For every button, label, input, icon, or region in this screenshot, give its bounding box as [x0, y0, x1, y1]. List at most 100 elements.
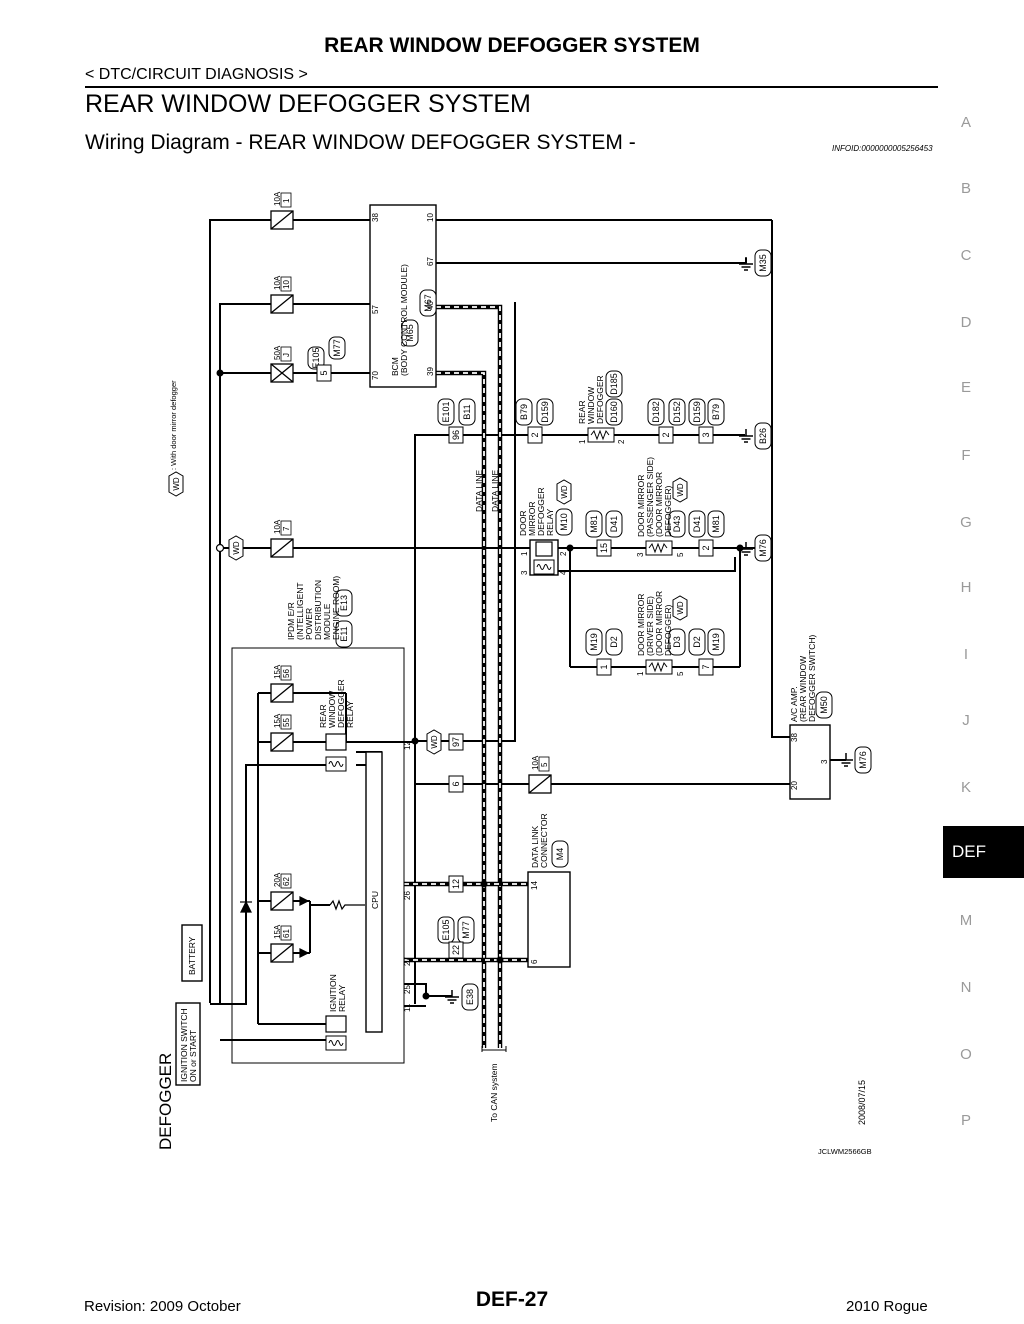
footer-page-number: DEF-27 — [475, 1288, 549, 1311]
svg-text:56: 56 — [282, 669, 291, 678]
svg-text:D41: D41 — [609, 516, 619, 533]
ground-m76-a — [738, 541, 754, 556]
svg-text:2008/07/15: 2008/07/15 — [857, 1080, 867, 1125]
index-letter-h[interactable]: H — [960, 579, 972, 596]
svg-text:67: 67 — [426, 257, 435, 266]
data-line-label-2: DATA LINE — [490, 469, 500, 512]
svg-text:DOOR: DOOR — [518, 511, 528, 537]
svg-text:10: 10 — [282, 280, 291, 289]
svg-text:D43: D43 — [672, 516, 682, 533]
footer-model: 2010 Rogue — [846, 1298, 928, 1315]
svg-text:M10: M10 — [559, 513, 569, 531]
svg-text:1: 1 — [282, 198, 291, 203]
index-letter-f[interactable]: F — [961, 447, 971, 464]
rear-defogger-relay-coil — [325, 756, 347, 772]
date-label: 2008/07/15 — [857, 1080, 867, 1125]
svg-text:10: 10 — [426, 213, 435, 222]
svg-text:DEFOGGER: DEFOGGER — [595, 375, 605, 424]
cpu-label: CPU — [370, 891, 380, 909]
index-letter-c[interactable]: C — [960, 247, 972, 264]
relay-contacts — [325, 541, 553, 1033]
svg-text:REAR: REAR — [577, 400, 587, 424]
index-letter-d[interactable]: D — [960, 314, 972, 331]
svg-text:DEFOGGER SWITCH): DEFOGGER SWITCH) — [807, 634, 817, 722]
svg-text:J: J — [282, 353, 291, 357]
svg-text:WD: WD — [676, 483, 685, 497]
svg-text:50A: 50A — [273, 345, 282, 360]
index-letter-n[interactable]: N — [960, 979, 972, 996]
index-letter-m[interactable]: M — [959, 912, 973, 929]
svg-text:IGNITION SWITCH: IGNITION SWITCH — [179, 1008, 189, 1082]
svg-text:DATA LINK: DATA LINK — [530, 825, 540, 868]
svg-text:(DOOR MIRROR: (DOOR MIRROR — [654, 591, 664, 656]
pin-boxes: 5 96 2 2 3 15 2 1 7 97 6 12 22 — [316, 364, 714, 959]
battery-label: BATTERY — [187, 936, 197, 975]
index-tab-def-active[interactable]: DEF — [943, 826, 1024, 878]
svg-text:1: 1 — [578, 439, 587, 444]
svg-text:15A: 15A — [273, 924, 282, 939]
wd-markers: WD WD WD WD WD WD — [168, 471, 688, 755]
fuse-7 — [270, 538, 294, 558]
fuse-61 — [270, 943, 294, 963]
svg-text:D159: D159 — [540, 401, 550, 423]
svg-text:D152: D152 — [672, 401, 682, 423]
heater-elements — [587, 427, 673, 675]
index-letter-j[interactable]: J — [962, 712, 970, 729]
can-label: To CAN system — [489, 1063, 499, 1122]
component-labels: BCM(BODY CONTROL MODULE) IPDM E/R(INTELL… — [156, 264, 872, 1156]
svg-text:RELAY: RELAY — [337, 984, 347, 1012]
index-letter-i[interactable]: I — [963, 646, 969, 663]
svg-text:WD: WD — [430, 735, 439, 749]
svg-text:(INTELLIGENT: (INTELLIGENT — [295, 582, 305, 640]
index-letter-k[interactable]: K — [960, 779, 971, 796]
ignition-relay-coil — [325, 1035, 347, 1051]
fuse-j — [270, 363, 294, 383]
svg-text:38: 38 — [371, 213, 380, 222]
svg-text:1: 1 — [636, 671, 645, 676]
svg-text:DEFOGGER: DEFOGGER — [536, 487, 546, 536]
index-letter-a[interactable]: A — [960, 114, 971, 131]
svg-text:DOOR MIRROR: DOOR MIRROR — [636, 475, 646, 537]
svg-text:E38: E38 — [465, 989, 475, 1005]
can-bracket — [481, 1046, 507, 1052]
svg-text:M81: M81 — [711, 515, 721, 533]
svg-text:D2: D2 — [692, 636, 702, 648]
svg-text:E11: E11 — [339, 626, 349, 641]
index-letter-g[interactable]: G — [960, 514, 972, 531]
svg-text:M65: M65 — [405, 324, 415, 342]
svg-text:20A: 20A — [273, 872, 282, 887]
fuse-5 — [528, 774, 552, 794]
svg-text:To CAN system: To CAN system — [489, 1063, 499, 1122]
fuse-1 — [270, 210, 294, 230]
svg-text:3: 3 — [701, 432, 711, 437]
svg-text:15A: 15A — [273, 664, 282, 679]
index-letter-p[interactable]: P — [960, 1112, 971, 1129]
svg-text:27: 27 — [403, 957, 412, 966]
fuse-56 — [270, 683, 294, 703]
breadcrumb: < DTC/CIRCUIT DIAGNOSIS > — [85, 66, 308, 83]
svg-text:M67: M67 — [423, 294, 433, 312]
svg-text:M19: M19 — [711, 633, 721, 651]
svg-text:40: 40 — [426, 301, 435, 310]
svg-text:M19: M19 — [589, 633, 599, 651]
header-rule — [85, 86, 938, 88]
index-letter-o[interactable]: O — [960, 1046, 972, 1063]
svg-text:10A: 10A — [273, 191, 282, 206]
svg-text:DISTRIBUTION: DISTRIBUTION — [313, 580, 323, 640]
index-letter-e[interactable]: E — [960, 379, 971, 396]
diagram-code: JCLWM2566GB — [818, 1147, 872, 1156]
svg-text:M81: M81 — [589, 515, 599, 533]
svg-text:: With door mirror defogger: : With door mirror defogger — [169, 380, 178, 470]
svg-text:61: 61 — [282, 929, 291, 938]
bcm-label: BCM(BODY CONTROL MODULE) — [390, 264, 409, 376]
index-letter-b[interactable]: B — [960, 180, 971, 197]
info-id: INFOID:0000000005256453 — [832, 144, 933, 153]
svg-text:WD: WD — [232, 541, 241, 555]
svg-text:2: 2 — [530, 432, 540, 437]
svg-text:2: 2 — [701, 545, 711, 550]
svg-text:5: 5 — [676, 671, 685, 676]
svg-text:11: 11 — [403, 1003, 412, 1012]
legend-text: : With door mirror defogger — [169, 380, 178, 470]
